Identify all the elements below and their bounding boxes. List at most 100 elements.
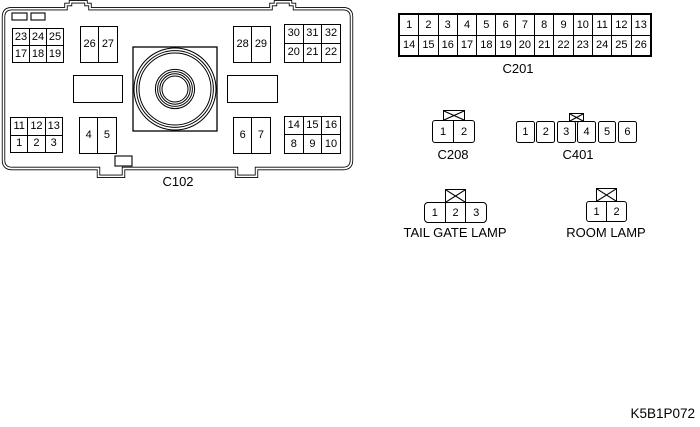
pin-cell: 13 [630,13,652,36]
pin-cell: 16 [437,34,458,57]
pin-cell: 15 [302,115,323,136]
pin-cell: 14 [398,34,420,57]
pin-cell: 32 [321,24,341,44]
pin-cell: 3 [44,134,63,153]
pin-cell: 22 [553,34,574,57]
pin-cell: 5 [597,121,617,143]
pin-cell: 11 [591,13,613,36]
center-mount-rings [133,47,217,131]
pin-cell: 2 [418,13,439,36]
pin-cell: 1 [398,13,420,36]
figure-code: K5B1P072 [630,406,695,421]
c102-blank-cavity-right [227,75,278,103]
pin-cell: 20 [284,42,304,63]
pin-cell: 9 [302,134,323,154]
pin-cell: 2 [453,121,474,142]
pin-cell: 10 [572,13,593,36]
tail-gate-lamp-latch-crossed-box-icon [445,189,466,203]
c401-label: C401 [562,147,594,162]
pin-cell: 7 [514,13,536,36]
pin-cell: 13 [44,117,63,136]
pin-cell: 17 [456,34,478,57]
pin-cell: 5 [476,13,497,36]
pin-cell: 1 [431,206,438,219]
pin-cell: 2 [444,203,466,222]
pin-cell: 10 [321,134,341,154]
pin-cell: 15 [418,34,439,57]
pin-cell: 11 [9,117,29,136]
pin-cell: 5 [97,117,117,154]
pin-cell: 18 [29,45,47,63]
pin-cell: 28 [232,26,253,63]
pin-cell: 23 [12,28,30,46]
pin-cell: 2 [536,121,556,143]
pin-cell: 4 [456,13,478,36]
pin-cell: 25 [611,34,632,57]
center-mount-frame [132,46,218,132]
room-lamp-latch-crossed-box-icon [596,188,617,202]
pin-cell: 1 [516,121,535,143]
pin-cell: 26 [79,26,100,63]
pin-cell: 9 [553,13,574,36]
index-slot [11,12,28,21]
pin-cell: 3 [465,203,486,222]
pin-cell: 4 [577,121,597,143]
pin-cell: 2 [606,202,626,221]
pin-cell: 4 [78,117,99,154]
index-slot [30,12,46,21]
pin-cell: 2 [27,134,46,153]
c102-label: C102 [162,174,194,189]
pin-cell: 24 [29,28,47,46]
pin-cell: 30 [284,24,304,44]
pin-cell: 18 [476,34,497,57]
pin-cell: 1 [593,205,600,218]
c102-outline-inner-white [2,0,353,178]
pin-cell: 6 [617,121,637,143]
pin-cell: 3 [556,121,576,143]
pin-cell: 1 [439,125,447,138]
c401-latch-crossed-box-icon [569,113,584,122]
index-slot [114,155,133,167]
tail-gate-lamp-label: TAIL GATE LAMP [403,225,507,240]
pin-cell: 6 [232,117,253,154]
pin-cell: 12 [27,117,46,136]
pin-cell: 14 [284,115,304,136]
c201-label: C201 [502,61,534,76]
pin-cell: 29 [251,26,271,63]
pin-cell: 21 [534,34,555,57]
pin-cell: 3 [437,13,458,36]
pin-cell: 6 [495,13,516,36]
pin-cell: 22 [321,42,341,63]
pin-cell: 23 [572,34,593,57]
pin-cell: 17 [12,45,30,63]
c102-blank-cavity-left [73,75,123,103]
pin-cell: 26 [630,34,652,57]
pin-cell: 7 [251,117,271,154]
pin-cell: 20 [514,34,536,57]
pin-cell: 24 [591,34,613,57]
pin-cell: 12 [611,13,632,36]
pin-cell: 8 [284,134,304,154]
pin-cell: 16 [321,115,341,136]
pin-cell: 19 [46,45,64,63]
pin-cell: 21 [302,42,323,63]
pin-cell: 8 [534,13,555,36]
pin-cell: 1 [9,134,29,153]
c208-label: C208 [437,147,469,162]
room-lamp-label: ROOM LAMP [566,225,646,240]
pin-cell: 25 [46,28,64,46]
